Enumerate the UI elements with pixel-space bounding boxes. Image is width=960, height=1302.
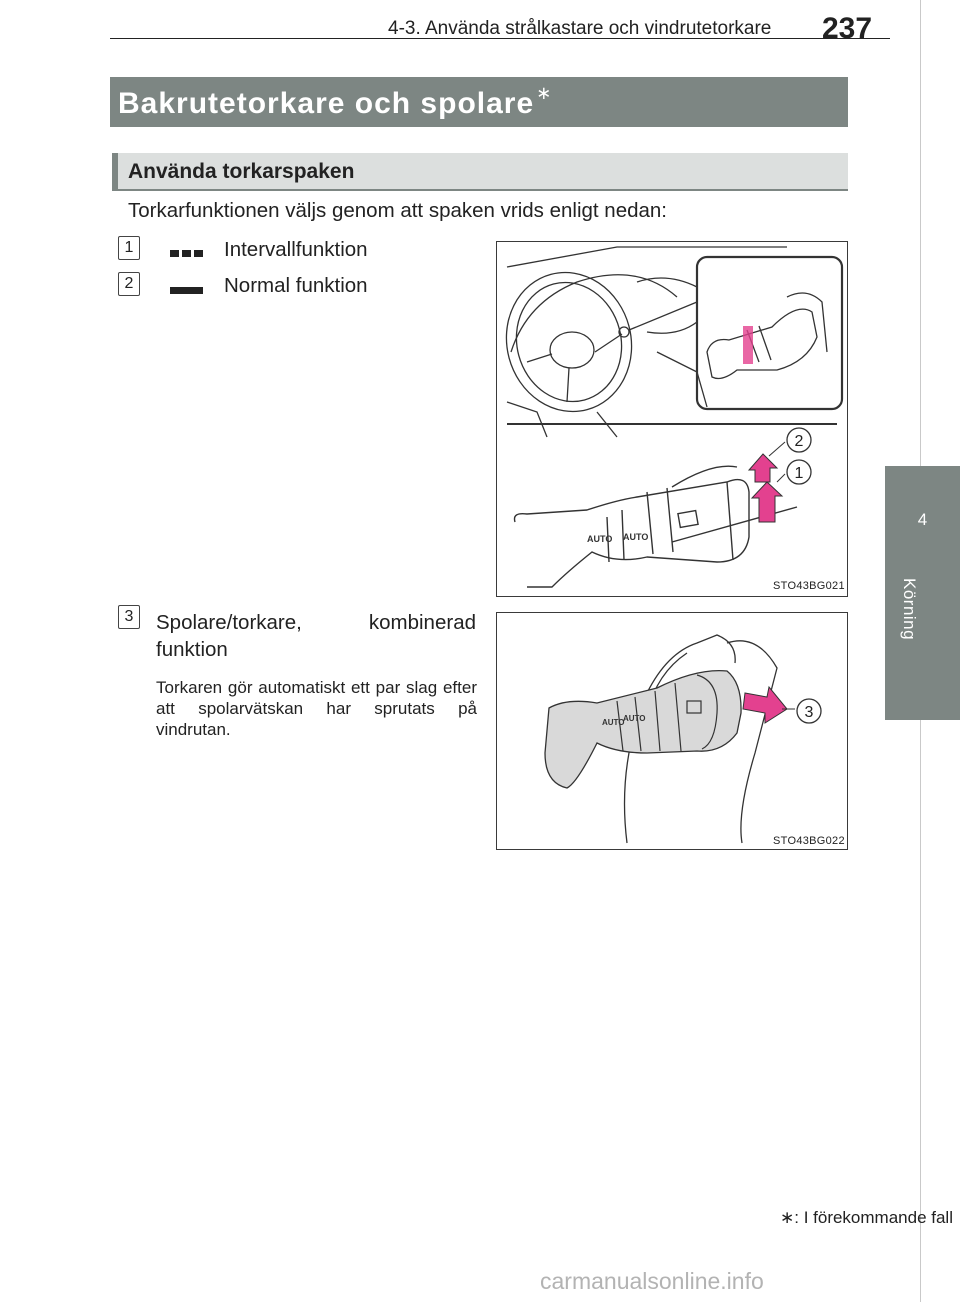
svg-text:AUTO: AUTO [587,534,612,544]
item-label-3-line2: funktion [156,638,228,661]
dashed-bar-icon [170,245,204,263]
chapter-label: Körning [900,578,919,641]
figure-wiper-washer: AUTO AUTO 3 STO43BG022 [496,612,848,850]
item-label-3-line1: Spolare/torkare, kombinerad [156,611,476,634]
item-number-1: 1 [118,236,140,260]
chapter-tab: 4 Körning [885,466,960,720]
footnote: ∗: I förekommande fall [780,1208,953,1227]
svg-text:2: 2 [795,433,804,450]
page-number: 237 [822,12,873,45]
svg-text:AUTO: AUTO [602,718,625,727]
watermark: carmanualsonline.info [540,1268,764,1294]
chapter-number: 4 [917,510,928,529]
svg-text:1: 1 [795,465,804,482]
item-number-3: 3 [118,605,140,629]
figure-wiper-lever: AUTO AUTO 2 1 STO43BG021 [496,241,848,597]
item-label-1: Intervallfunktion [224,238,368,261]
intro-text: Torkarfunktionen väljs genom att spaken … [128,199,668,222]
wiper-lever-illustration: AUTO AUTO 2 1 [505,246,844,588]
svg-text:AUTO: AUTO [623,714,646,723]
svg-text:3: 3 [805,704,814,721]
solid-bar-icon [170,282,204,300]
subsection-title: Använda torkarspaken [128,160,355,183]
item-description-3: Torkaren gör automatiskt ett par slag ef… [156,678,477,739]
running-header: 4-3. Använda strålkastare och vindruteto… [388,18,772,39]
svg-text:AUTO: AUTO [623,532,648,542]
item-label-2: Normal funktion [224,274,368,297]
item-number-2: 2 [118,272,140,296]
header-rule [110,38,890,39]
wiper-washer-illustration: AUTO AUTO 3 [544,634,822,844]
figure-code-1: STO43BG021 [773,580,845,592]
asterisk-mark: ∗ [536,83,553,103]
section-title-bar: Bakrutetorkare och spolare∗ [110,77,848,127]
section-title: Bakrutetorkare och spolare∗ [118,83,553,120]
subsection-bar: Använda torkarspaken [112,153,848,191]
figure-code-2: STO43BG022 [773,835,845,847]
subsection-accent [112,153,118,191]
